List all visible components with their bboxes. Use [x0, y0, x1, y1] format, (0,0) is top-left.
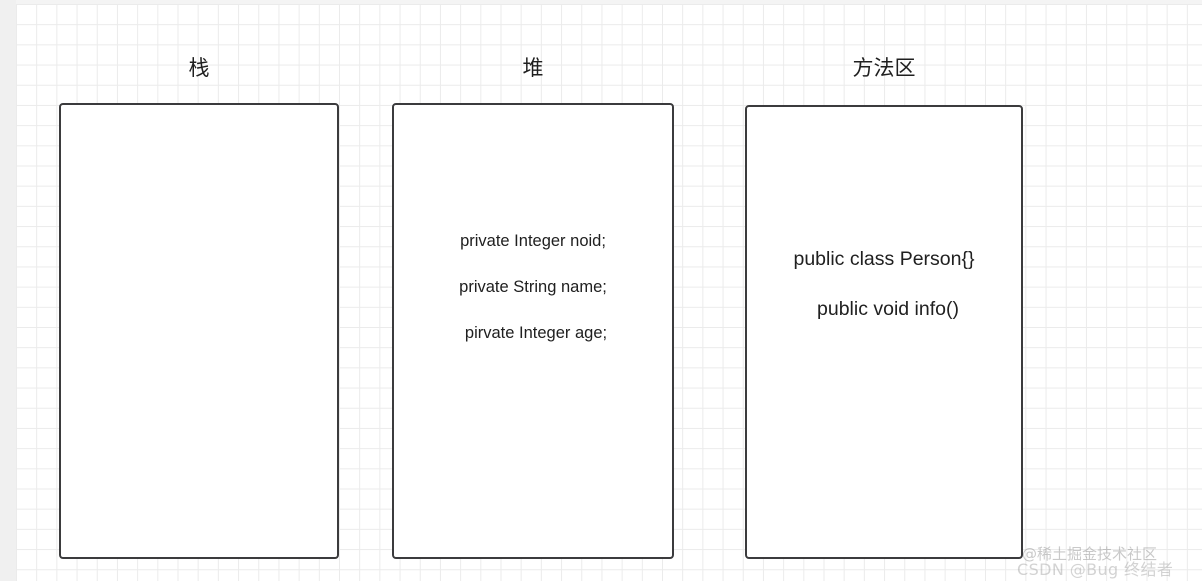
region-content-heap: private Integer noid; private String nam… [394, 230, 672, 368]
region-title-stack: 栈 [188, 56, 210, 80]
code-line: public class Person{} [793, 248, 975, 270]
region-content-method-area: public class Person{} public void info() [747, 246, 1021, 346]
code-line: pirvate Integer age; [464, 324, 608, 342]
code-line: private String name; [459, 278, 607, 296]
region-box-heap[interactable]: private Integer noid; private String nam… [392, 103, 674, 559]
region-title-method-area: 方法区 [852, 56, 916, 80]
code-line: private Integer noid; [460, 232, 606, 250]
code-line: public void info() [817, 298, 959, 320]
region-title-heap: 堆 [522, 56, 544, 80]
region-box-method-area[interactable]: public class Person{} public void info() [745, 105, 1023, 559]
page-top-margin [16, 0, 1202, 4]
region-box-stack[interactable] [59, 103, 339, 559]
page-left-margin [0, 0, 16, 581]
